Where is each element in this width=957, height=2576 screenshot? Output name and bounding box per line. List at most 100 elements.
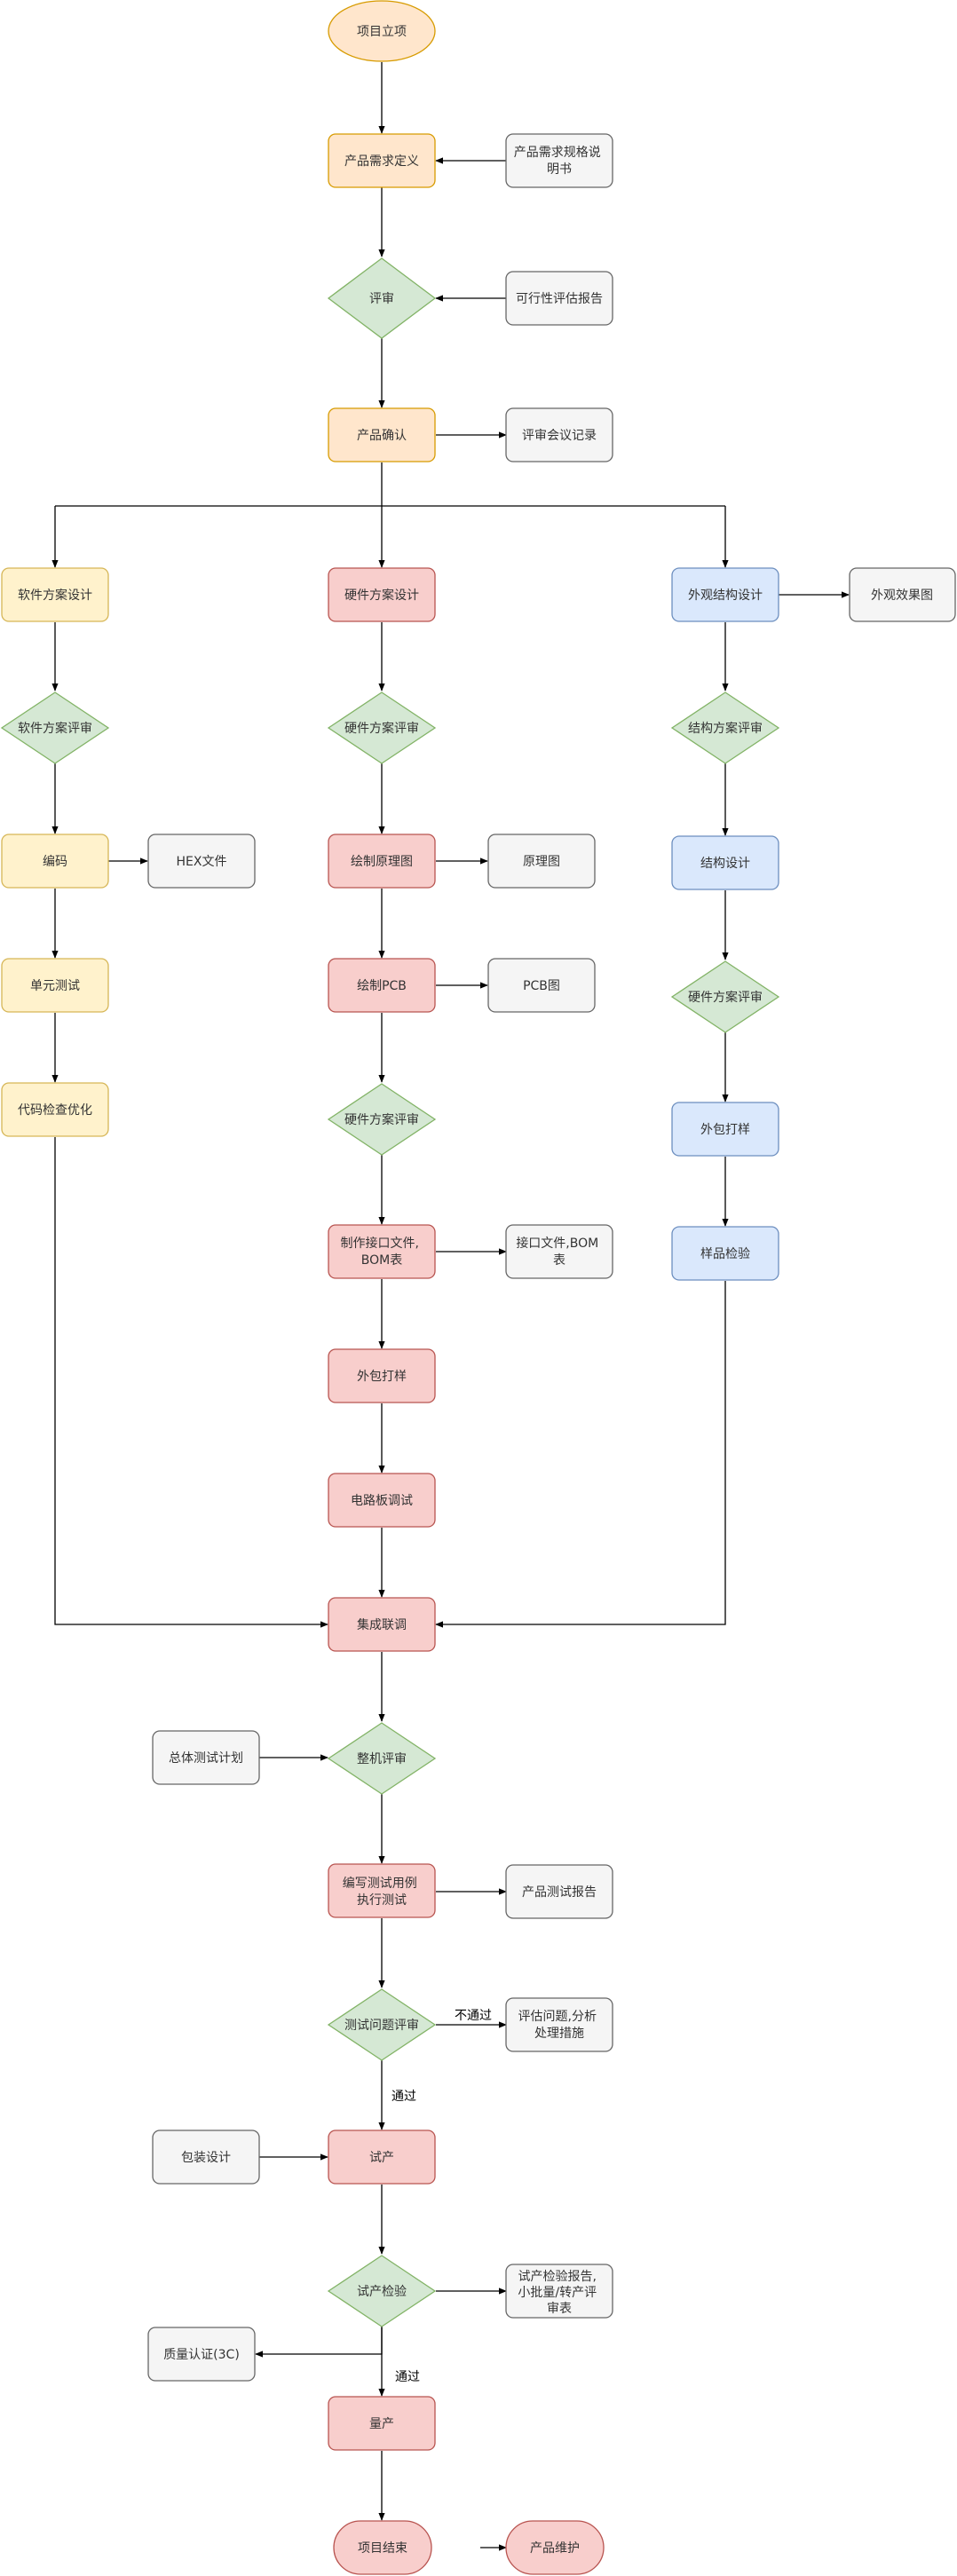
decision-trial-check-label: 试产检验 — [357, 2285, 407, 2299]
node-sw-design: 软件方案设计 — [1, 567, 109, 622]
doc-trial-report-line2: 小批量/转产评 — [518, 2286, 597, 2300]
decision-struct-review: 结构方案评审 — [670, 691, 780, 764]
doc-trial-report: 试产检验报告, 小批量/转产评 审表 — [505, 2264, 613, 2319]
node-code-opt: 代码检查优化 — [1, 1082, 109, 1137]
doc-pcb: PCB图 — [487, 958, 596, 1013]
node-test-case-line2: 执行测试 — [357, 1893, 407, 1908]
node-start: 项目立项 — [328, 0, 436, 62]
node-req-def: 产品需求定义 — [328, 133, 436, 188]
node-schematic-draw: 绘制原理图 — [328, 834, 436, 889]
node-hw-design: 硬件方案设计 — [328, 567, 436, 622]
svg-text:制作接口文件, BOM表: 制作接口文件, BOM表 — [341, 1236, 423, 1268]
svg-text:试产检验报告, 小批量/转产评 审表: 试产检验报告, 小批量/转产评 审表 — [518, 2270, 600, 2316]
doc-feasibility: 可行性评估报告 — [505, 271, 613, 326]
node-code-opt-label: 代码检查优化 — [18, 1103, 92, 1118]
node-bom-line2: BOM表 — [361, 1253, 402, 1268]
doc-test-report: 产品测试报告 — [505, 1864, 613, 1919]
doc-packaging-label: 包装设计 — [181, 2151, 231, 2165]
doc-bom-line2: 表 — [553, 1253, 566, 1268]
doc-trial-report-line1: 试产检验报告, — [518, 2270, 597, 2284]
doc-trial-report-line3: 审表 — [547, 2302, 572, 2316]
doc-feasibility-label: 可行性评估报告 — [516, 292, 603, 306]
node-unit-test-label: 单元测试 — [30, 979, 80, 993]
node-end: 项目结束 — [333, 2520, 432, 2575]
doc-req-spec-line2: 明书 — [547, 162, 572, 177]
doc-pcb-label: PCB图 — [523, 979, 560, 993]
edge-trialcheck-quality — [255, 2327, 383, 2358]
node-pcb-draw: 绘制PCB — [328, 958, 436, 1013]
node-sw-design-label: 软件方案设计 — [18, 588, 92, 603]
node-coding-label: 编码 — [43, 855, 67, 869]
node-appearance-label: 外观结构设计 — [688, 589, 763, 603]
decision-hw-review3-label: 硬件方案评审 — [344, 1112, 419, 1127]
decision-hw-review3: 硬件方案评审 — [327, 1083, 437, 1156]
doc-test-plan-label: 总体测试计划 — [169, 1751, 243, 1766]
node-hw-design-label: 硬件方案设计 — [344, 588, 419, 603]
decision-sw-review: 软件方案评审 — [0, 691, 110, 764]
doc-packaging: 包装设计 — [152, 2130, 260, 2185]
edge-label-pass2: 通过 — [395, 2370, 420, 2384]
node-coding: 编码 — [1, 834, 109, 889]
node-board-debug: 电路板调试 — [328, 1473, 436, 1528]
node-proto-blue-label: 外包打样 — [700, 1122, 750, 1137]
svg-text:编写测试用例 执行测试: 编写测试用例 执行测试 — [343, 1877, 421, 1908]
node-mass-label: 量产 — [369, 2417, 394, 2431]
node-board-debug-label: 电路板调试 — [351, 1494, 413, 1508]
node-test-case: 编写测试用例 执行测试 — [328, 1863, 436, 1918]
decision-hw-review2: 硬件方案评审 — [670, 960, 780, 1033]
node-start-label: 项目立项 — [357, 25, 407, 39]
decision-hw-review1-label: 硬件方案评审 — [344, 721, 419, 736]
doc-test-plan: 总体测试计划 — [152, 1730, 260, 1785]
doc-schematic-label: 原理图 — [523, 855, 560, 869]
node-struct-design: 结构设计 — [671, 835, 779, 890]
doc-schematic: 原理图 — [487, 834, 596, 889]
doc-issue-handling: 评估问题,分析 处理措施 — [505, 1997, 613, 2052]
node-end-label: 项目结束 — [358, 2541, 407, 2556]
doc-hex: HEX文件 — [147, 834, 256, 889]
node-test-case-line1: 编写测试用例 — [343, 1877, 417, 1891]
decision-sw-review-label: 软件方案评审 — [18, 721, 92, 736]
node-trial-label: 试产 — [369, 2151, 394, 2165]
doc-appearance-img-label: 外观效果图 — [871, 589, 933, 603]
node-schematic-draw-label: 绘制原理图 — [351, 855, 413, 869]
decision-machine-review-label: 整机评审 — [357, 1752, 407, 1766]
node-bom: 制作接口文件, BOM表 — [328, 1224, 436, 1279]
node-confirm-label: 产品确认 — [357, 429, 407, 443]
edge-label-pass1: 通过 — [392, 2090, 416, 2104]
node-pcb-draw-label: 绘制PCB — [357, 979, 407, 993]
doc-bom: 接口文件,BOM 表 — [505, 1224, 613, 1279]
decision-hw-review2-label: 硬件方案评审 — [688, 990, 763, 1005]
doc-quality-label: 质量认证(3C) — [163, 2348, 240, 2362]
edges — [51, 62, 850, 2551]
node-mass: 量产 — [328, 2396, 436, 2451]
node-proto-blue: 外包打样 — [671, 1102, 779, 1157]
decision-issue-review: 测试问题评审 — [327, 1988, 437, 2061]
decision-review: 评审 — [327, 257, 437, 339]
decision-trial-check: 试产检验 — [327, 2255, 437, 2327]
node-bom-line1: 制作接口文件, — [341, 1236, 419, 1251]
node-trial: 试产 — [328, 2130, 436, 2185]
doc-meeting: 评审会议记录 — [505, 407, 613, 462]
decision-hw-review1: 硬件方案评审 — [327, 691, 437, 764]
decision-review-label: 评审 — [369, 292, 394, 306]
node-struct-design-label: 结构设计 — [700, 857, 750, 871]
doc-issue-handling-line2: 处理措施 — [534, 2027, 584, 2041]
svg-text:产品需求规格说 明书: 产品需求规格说 明书 — [514, 146, 605, 177]
doc-bom-line1: 接口文件,BOM — [516, 1236, 598, 1251]
node-proto-red: 外包打样 — [328, 1348, 436, 1403]
edge-label-fail: 不通过 — [455, 2009, 492, 2023]
doc-hex-label: HEX文件 — [177, 855, 227, 869]
node-maintain: 产品维护 — [505, 2520, 605, 2575]
decision-struct-review-label: 结构方案评审 — [688, 721, 763, 736]
svg-text:接口文件,BOM 表: 接口文件,BOM 表 — [516, 1236, 602, 1268]
node-integration: 集成联调 — [328, 1597, 436, 1652]
doc-test-report-label: 产品测试报告 — [522, 1885, 597, 1900]
node-integration-label: 集成联调 — [357, 1617, 407, 1632]
node-unit-test: 单元测试 — [1, 958, 109, 1013]
doc-req-spec-line1: 产品需求规格说 — [514, 146, 601, 160]
node-sample-check: 样品检验 — [671, 1226, 779, 1281]
svg-text:评估问题,分析 处理措施: 评估问题,分析 处理措施 — [518, 2010, 601, 2041]
doc-quality: 质量认证(3C) — [147, 2327, 256, 2382]
node-appearance: 外观结构设计 — [671, 567, 779, 622]
